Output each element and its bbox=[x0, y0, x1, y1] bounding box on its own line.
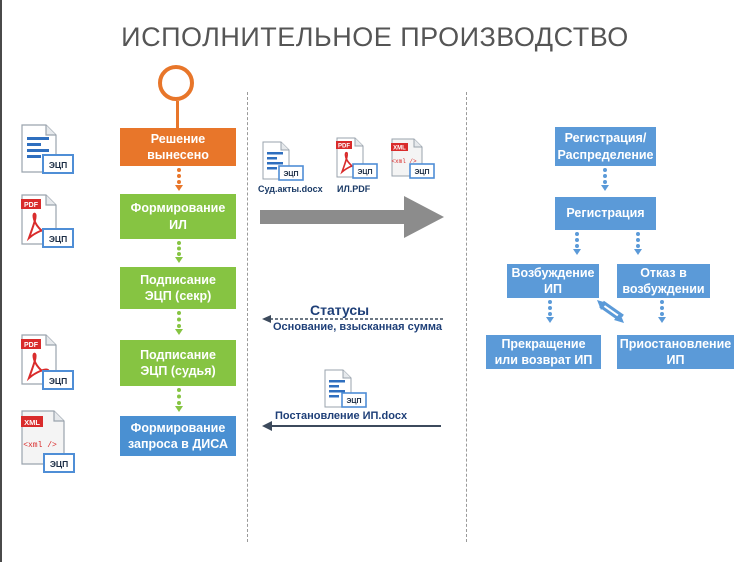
signature-badge: ЭЦП bbox=[49, 160, 67, 170]
step-suspension: Приостановление ИП bbox=[617, 335, 734, 369]
start-circle-icon bbox=[158, 65, 194, 101]
connector-dots bbox=[636, 232, 640, 248]
arrow-head bbox=[573, 249, 581, 255]
connector-dots bbox=[575, 232, 579, 248]
step-forming-il: Формирование ИЛ bbox=[120, 194, 236, 239]
signature-badge: ЭЦП bbox=[49, 376, 67, 386]
arrow-head bbox=[546, 317, 554, 323]
xml-tag: <xml /> bbox=[23, 441, 57, 450]
connector-dots bbox=[603, 168, 607, 184]
signature-badge: ЭЦП bbox=[49, 234, 67, 244]
arrow-head bbox=[634, 249, 642, 255]
xml-label: XML bbox=[24, 418, 40, 427]
word-document-icon: ЭЦП bbox=[261, 141, 305, 188]
step-refusal: Отказ в возбуждении bbox=[617, 264, 710, 298]
divider-right bbox=[466, 92, 467, 542]
pdf-label: PDF bbox=[24, 202, 39, 209]
statuses-arrow bbox=[262, 311, 446, 329]
pdf-label: PDF bbox=[338, 144, 350, 150]
xml-label: XML bbox=[393, 146, 406, 152]
xml-tag: <xml /> bbox=[391, 158, 417, 165]
pdf-document-icon: PDF ЭЦП bbox=[20, 334, 76, 397]
arrow-head bbox=[658, 317, 666, 323]
arrow-head bbox=[175, 257, 183, 263]
connector-dots bbox=[177, 241, 181, 256]
divider-left bbox=[247, 92, 248, 542]
page-title: ИСПОЛНИТЕЛЬНОЕ ПРОИЗВОДСТВО bbox=[121, 22, 629, 52]
connector-dots bbox=[548, 300, 552, 316]
step-sign-secr: Подписание ЭЦП (секр) bbox=[120, 267, 236, 309]
statuses-subtitle: Основание, взысканная сумма bbox=[273, 321, 442, 333]
pdf-label: PDF bbox=[24, 342, 39, 349]
signature-badge: ЭЦП bbox=[283, 171, 298, 178]
connector-dots bbox=[177, 311, 181, 328]
xml-document-icon: XML <xml /> ЭЦП bbox=[390, 138, 438, 189]
word-document-icon: ЭЦП bbox=[20, 124, 76, 181]
step-termination: Прекращение или возврат ИП bbox=[486, 335, 601, 369]
signature-badge: ЭЦП bbox=[414, 169, 429, 176]
statuses-title: Статусы bbox=[310, 302, 370, 318]
transfer-arrow bbox=[260, 196, 446, 243]
arrow-head bbox=[175, 406, 183, 412]
decree-caption: Постановление ИП.docx bbox=[275, 410, 408, 422]
signature-badge: ЭЦП bbox=[346, 398, 361, 405]
left-border bbox=[0, 0, 2, 562]
doc-caption-court-acts: Суд.акты.docx bbox=[258, 184, 323, 194]
arrow-head bbox=[175, 185, 183, 191]
step-registration: Регистрация bbox=[555, 197, 656, 230]
decree-arrow bbox=[262, 419, 442, 437]
doc-caption-il: ИЛ.PDF bbox=[337, 184, 371, 194]
pdf-document-icon: PDF ЭЦП bbox=[20, 194, 76, 255]
signature-badge: ЭЦП bbox=[357, 169, 372, 176]
swap-arrows-icon bbox=[596, 300, 628, 333]
word-document-icon: ЭЦП bbox=[323, 369, 369, 416]
step-request-disa: Формирование запроса в ДИСА bbox=[120, 416, 236, 456]
step-decision: Решение вынесено bbox=[120, 128, 236, 166]
connector-dots bbox=[660, 300, 664, 316]
xml-document-icon: XML <xml /> ЭЦП bbox=[20, 410, 78, 481]
step-sign-judge: Подписание ЭЦП (судья) bbox=[120, 340, 236, 386]
step-initiation: Возбуждение ИП bbox=[507, 264, 599, 298]
arrow-head bbox=[601, 185, 609, 191]
signature-badge: ЭЦП bbox=[50, 459, 68, 469]
connector-dots bbox=[177, 168, 181, 184]
step-registration-distribution: Регистрация/ Распределение bbox=[555, 127, 656, 166]
pdf-document-icon: PDF ЭЦП bbox=[335, 137, 379, 186]
connector-dots bbox=[177, 388, 181, 405]
arrow-head bbox=[175, 329, 183, 335]
start-connector bbox=[176, 101, 179, 128]
